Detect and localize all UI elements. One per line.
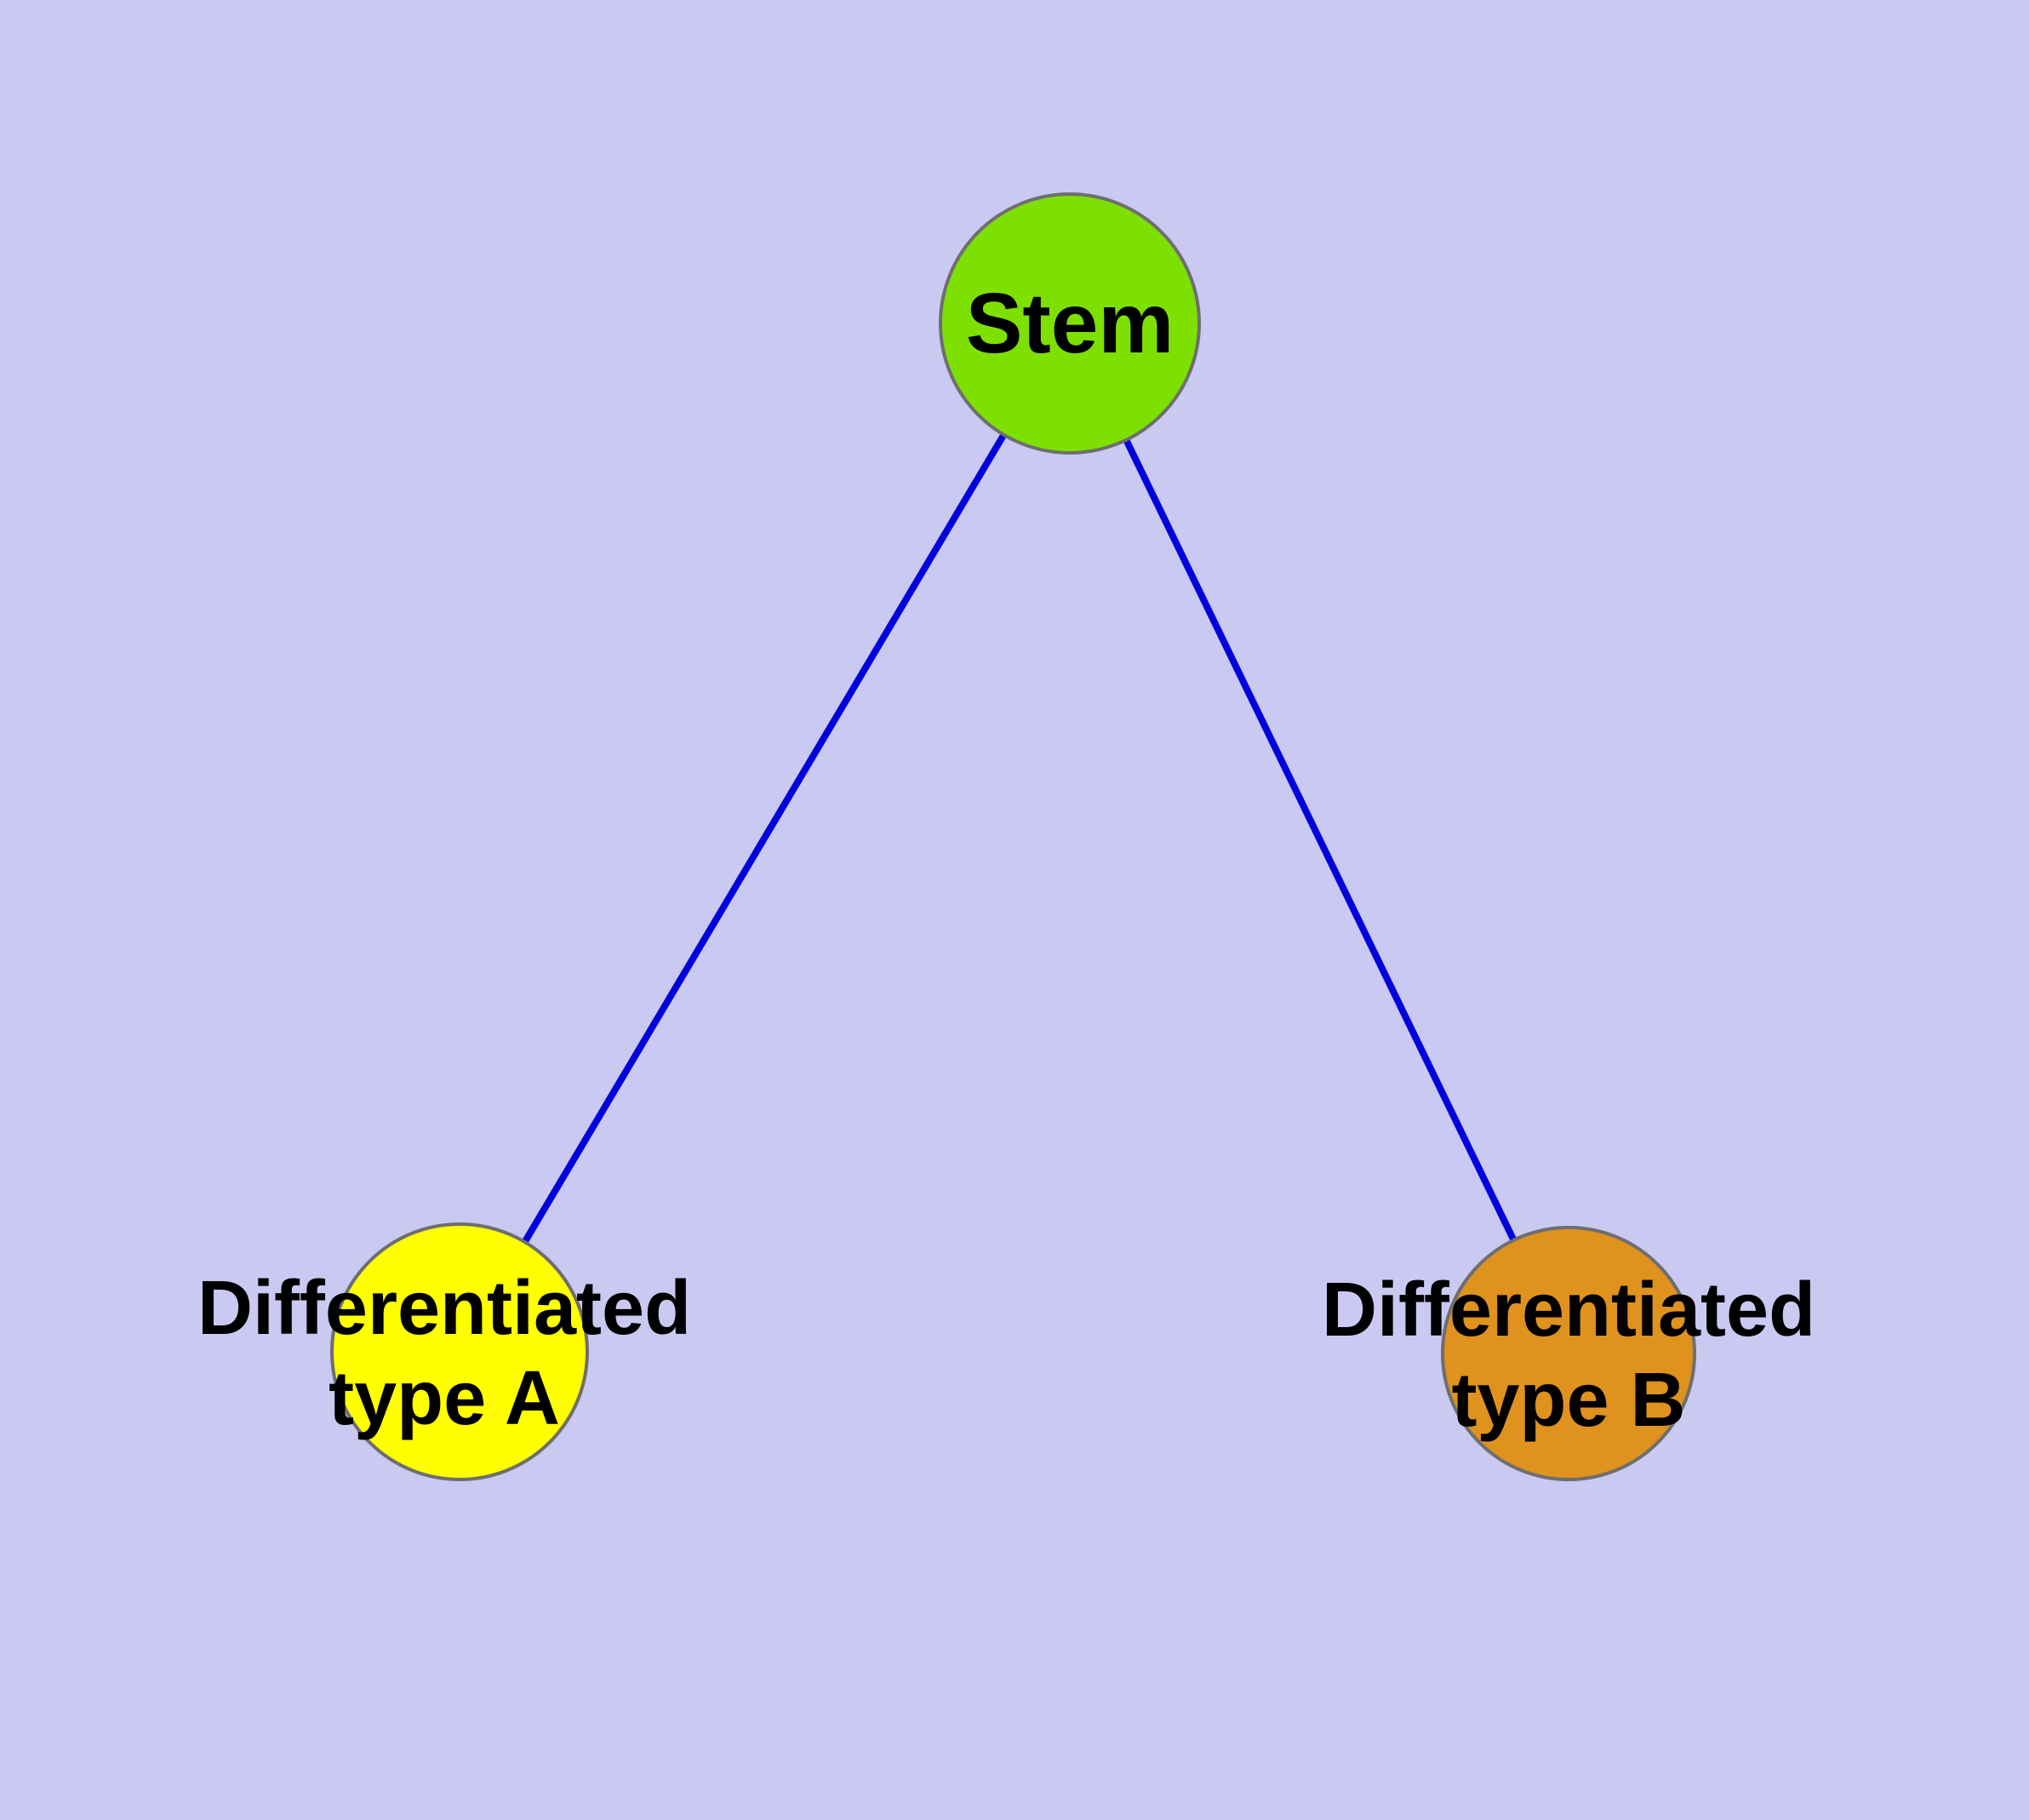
node-typeB-label: Differentiated type B [1322,1265,1815,1445]
node-typeA-label: Differentiated type A [197,1263,691,1444]
node-typeA-label-line1: Differentiated [197,1265,692,1351]
node-typeA-label-line2: type A [329,1356,560,1441]
node-typeB-label-line1: Differentiated [1321,1267,1816,1353]
node-typeB-circle [1441,1226,1696,1481]
node-stem-label: Stem [965,276,1175,371]
edge-stem-to-typeA [456,321,1073,1354]
node-stem-circle [939,192,1201,455]
edge-stem-to-typeB [1066,322,1572,1355]
node-typeB-label-line2: type B [1451,1358,1686,1443]
node-typeA-circle [330,1222,589,1481]
